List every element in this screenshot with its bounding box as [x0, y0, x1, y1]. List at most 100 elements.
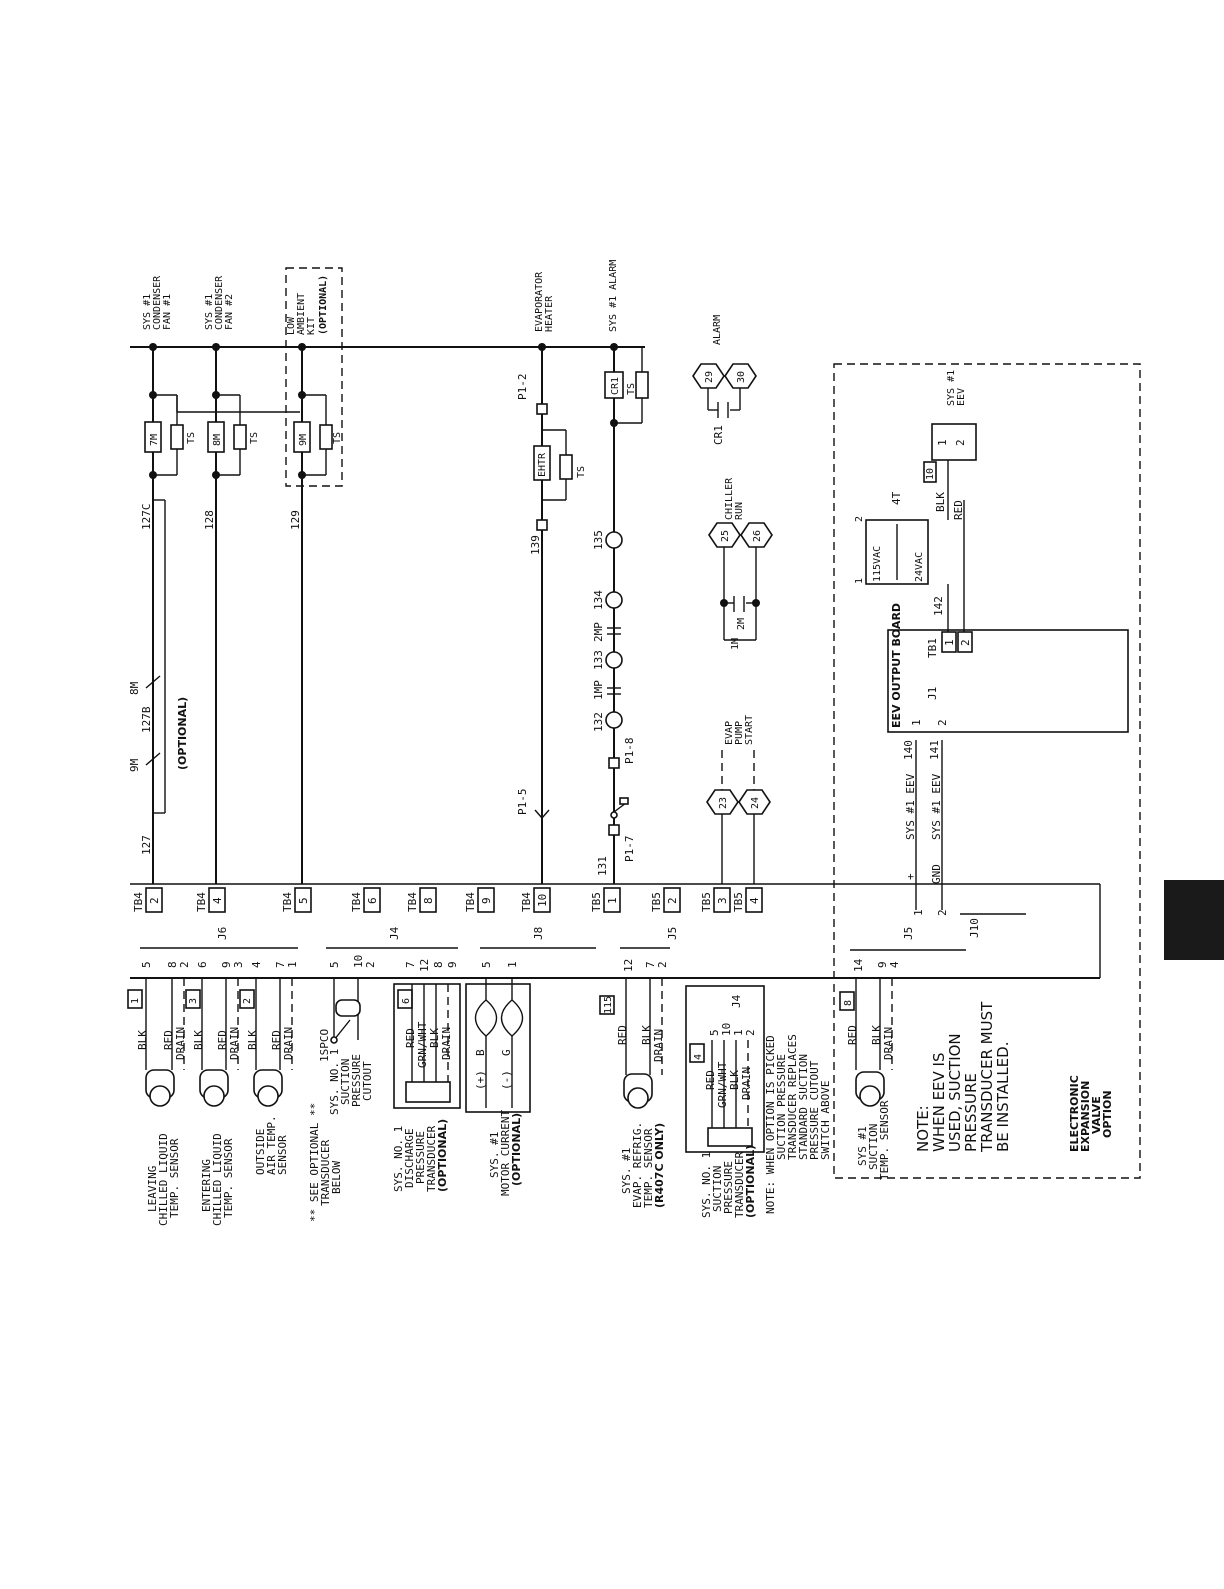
svg-text:7M: 7M — [149, 434, 160, 446]
svg-text:DRAIN: DRAIN — [882, 1027, 895, 1060]
svg-text:PRESSURE: PRESSURE — [414, 1131, 427, 1184]
svg-text:5: 5 — [480, 961, 493, 968]
svg-text:P1-8: P1-8 — [623, 738, 636, 765]
discharge-pressure-transducer: 7 12 8 9 6 RED GRN/WHT BLK DRAIN SYS. NO… — [392, 959, 461, 1192]
svg-text:1: 1 — [912, 909, 925, 916]
svg-text:EVAP: EVAP — [724, 721, 735, 745]
svg-text:SYS. NO. 1: SYS. NO. 1 — [700, 1152, 713, 1218]
svg-text:MOTOR CURRENT: MOTOR CURRENT — [499, 1110, 512, 1196]
svg-text:(-): (-) — [500, 1070, 513, 1090]
evap-refrig-temp-sensor: 12 7 2 115 RED BLK DRAIN SYS. #1 EVAP. R… — [599, 959, 669, 1208]
svg-text:BLK: BLK — [728, 1070, 741, 1090]
svg-text:BLK: BLK — [870, 1025, 883, 1045]
svg-text:127: 127 — [140, 835, 153, 855]
j6-pins: 5 8 2 6 9 3 4 7 1 — [140, 961, 299, 968]
svg-text:9M: 9M — [128, 758, 141, 772]
svg-text:8M: 8M — [212, 434, 223, 446]
svg-text:30: 30 — [736, 371, 747, 383]
svg-text:TRANSDUCER REPLACES: TRANSDUCER REPLACES — [786, 1034, 799, 1160]
evap-heater-label: EVAPORATOR HEATER — [534, 271, 555, 332]
svg-text:134: 134 — [592, 590, 605, 610]
svg-text:BLK: BLK — [136, 1030, 149, 1050]
svg-text:1: 1 — [130, 998, 141, 1004]
svg-text:ENTERING: ENTERING — [200, 1159, 213, 1212]
suction-pressure-cutout: 5 10 2 1SPCO SYS. NO. 1 SUCTION PRESSURE… — [318, 955, 377, 1115]
svg-text:127B: 127B — [140, 706, 153, 733]
svg-text:(+): (+) — [474, 1070, 487, 1090]
svg-text:2: 2 — [854, 516, 865, 522]
svg-text:J4: J4 — [388, 926, 401, 940]
svg-text:STANDARD SUCTION: STANDARD SUCTION — [797, 1054, 810, 1160]
entering-chilled-liquid-sensor: 3 BLK RED DRAIN ENTERING CHILLED LIQUID … — [185, 978, 241, 1226]
svg-text:PRESSURE CUTOUT: PRESSURE CUTOUT — [808, 1060, 821, 1160]
terminal-24 — [738, 789, 771, 815]
svg-text:BELOW: BELOW — [330, 1161, 343, 1194]
svg-text:6: 6 — [401, 998, 412, 1004]
svg-text:EHTR: EHTR — [537, 452, 548, 477]
fan2-branch: 8M TS 128 — [203, 343, 260, 884]
svg-text:139: 139 — [529, 535, 542, 555]
svg-text:HEATER: HEATER — [544, 295, 555, 332]
svg-text:EEV: EEV — [956, 388, 967, 406]
svg-text:4T: 4T — [890, 491, 903, 505]
svg-text:(R407C ONLY): (R407C ONLY) — [653, 1123, 666, 1208]
svg-text:4: 4 — [888, 961, 901, 968]
svg-text:2: 2 — [148, 897, 161, 904]
svg-text:5: 5 — [328, 961, 341, 968]
svg-text:1: 1 — [943, 639, 956, 646]
svg-text:131: 131 — [596, 856, 609, 876]
svg-text:FAN #1: FAN #1 — [162, 294, 173, 330]
svg-text:OUTSIDE: OUTSIDE — [254, 1129, 267, 1175]
svg-text:SUCTION: SUCTION — [711, 1166, 724, 1212]
svg-text:TB5: TB5 — [732, 892, 745, 912]
svg-text:TB5: TB5 — [590, 892, 603, 912]
svg-text:SYS #1: SYS #1 — [204, 294, 215, 330]
see-optional-note: ** SEE OPTIONAL ** TRANSDUCER BELOW — [308, 1103, 343, 1222]
svg-text:BLK: BLK — [428, 1028, 441, 1048]
svg-text:26: 26 — [752, 530, 763, 542]
svg-text:10: 10 — [720, 1023, 733, 1036]
low-ambient-kit-box — [285, 267, 343, 487]
page-edge-tab — [1164, 880, 1224, 960]
low-ambient-branch: 9M TS 129 — [289, 343, 343, 884]
svg-text:10: 10 — [352, 955, 365, 968]
svg-text:SWITCH ABOVE: SWITCH ABOVE — [819, 1081, 832, 1160]
svg-text:132: 132 — [592, 712, 605, 732]
svg-text:RED: RED — [616, 1025, 629, 1045]
relay-7m — [144, 421, 162, 453]
svg-text:4: 4 — [693, 1054, 704, 1060]
svg-text:P1-5: P1-5 — [516, 789, 529, 816]
svg-text:EEV OUTPUT BOARD: EEV OUTPUT BOARD — [890, 603, 903, 728]
svg-text:TB4: TB4 — [195, 892, 208, 912]
svg-text:TEMP. SENSOR: TEMP. SENSOR — [222, 1138, 235, 1218]
svg-text:TS: TS — [186, 432, 197, 444]
svg-text:(OPTIONAL): (OPTIONAL) — [176, 697, 189, 770]
svg-text:RED: RED — [270, 1030, 283, 1050]
svg-text:TRANSDUCER: TRANSDUCER — [319, 1139, 332, 1206]
svg-text:TB4: TB4 — [281, 892, 294, 912]
svg-text:6: 6 — [366, 897, 379, 904]
svg-text:TS: TS — [576, 466, 587, 478]
svg-text:P1-7: P1-7 — [623, 836, 636, 863]
svg-text:CUTOUT: CUTOUT — [361, 1061, 374, 1101]
svg-text:TS: TS — [626, 383, 637, 395]
svg-text:SYS #1 EEV: SYS #1 EEV — [904, 773, 917, 840]
svg-text:SYS #1 EEV: SYS #1 EEV — [930, 773, 943, 840]
svg-text:CR1: CR1 — [610, 377, 621, 395]
svg-text:BLK: BLK — [640, 1025, 653, 1045]
svg-text:3: 3 — [232, 961, 245, 968]
svg-text:SYS. #1: SYS. #1 — [488, 1132, 501, 1178]
svg-text:GND: GND — [930, 864, 943, 884]
svg-text:1: 1 — [854, 578, 865, 584]
fan1-branch: 7M TS 127C 8M 127B 9M (OPTIONAL) 127 — [128, 343, 300, 884]
svg-text:AMBIENT: AMBIENT — [296, 293, 307, 335]
svg-text:EVAPORATOR: EVAPORATOR — [534, 271, 545, 332]
svg-text:8: 8 — [432, 961, 445, 968]
svg-text:CHILLER: CHILLER — [724, 477, 735, 520]
svg-text:2M: 2M — [736, 618, 747, 630]
svg-text:SUCTION: SUCTION — [339, 1059, 352, 1105]
svg-text:2: 2 — [959, 639, 972, 646]
